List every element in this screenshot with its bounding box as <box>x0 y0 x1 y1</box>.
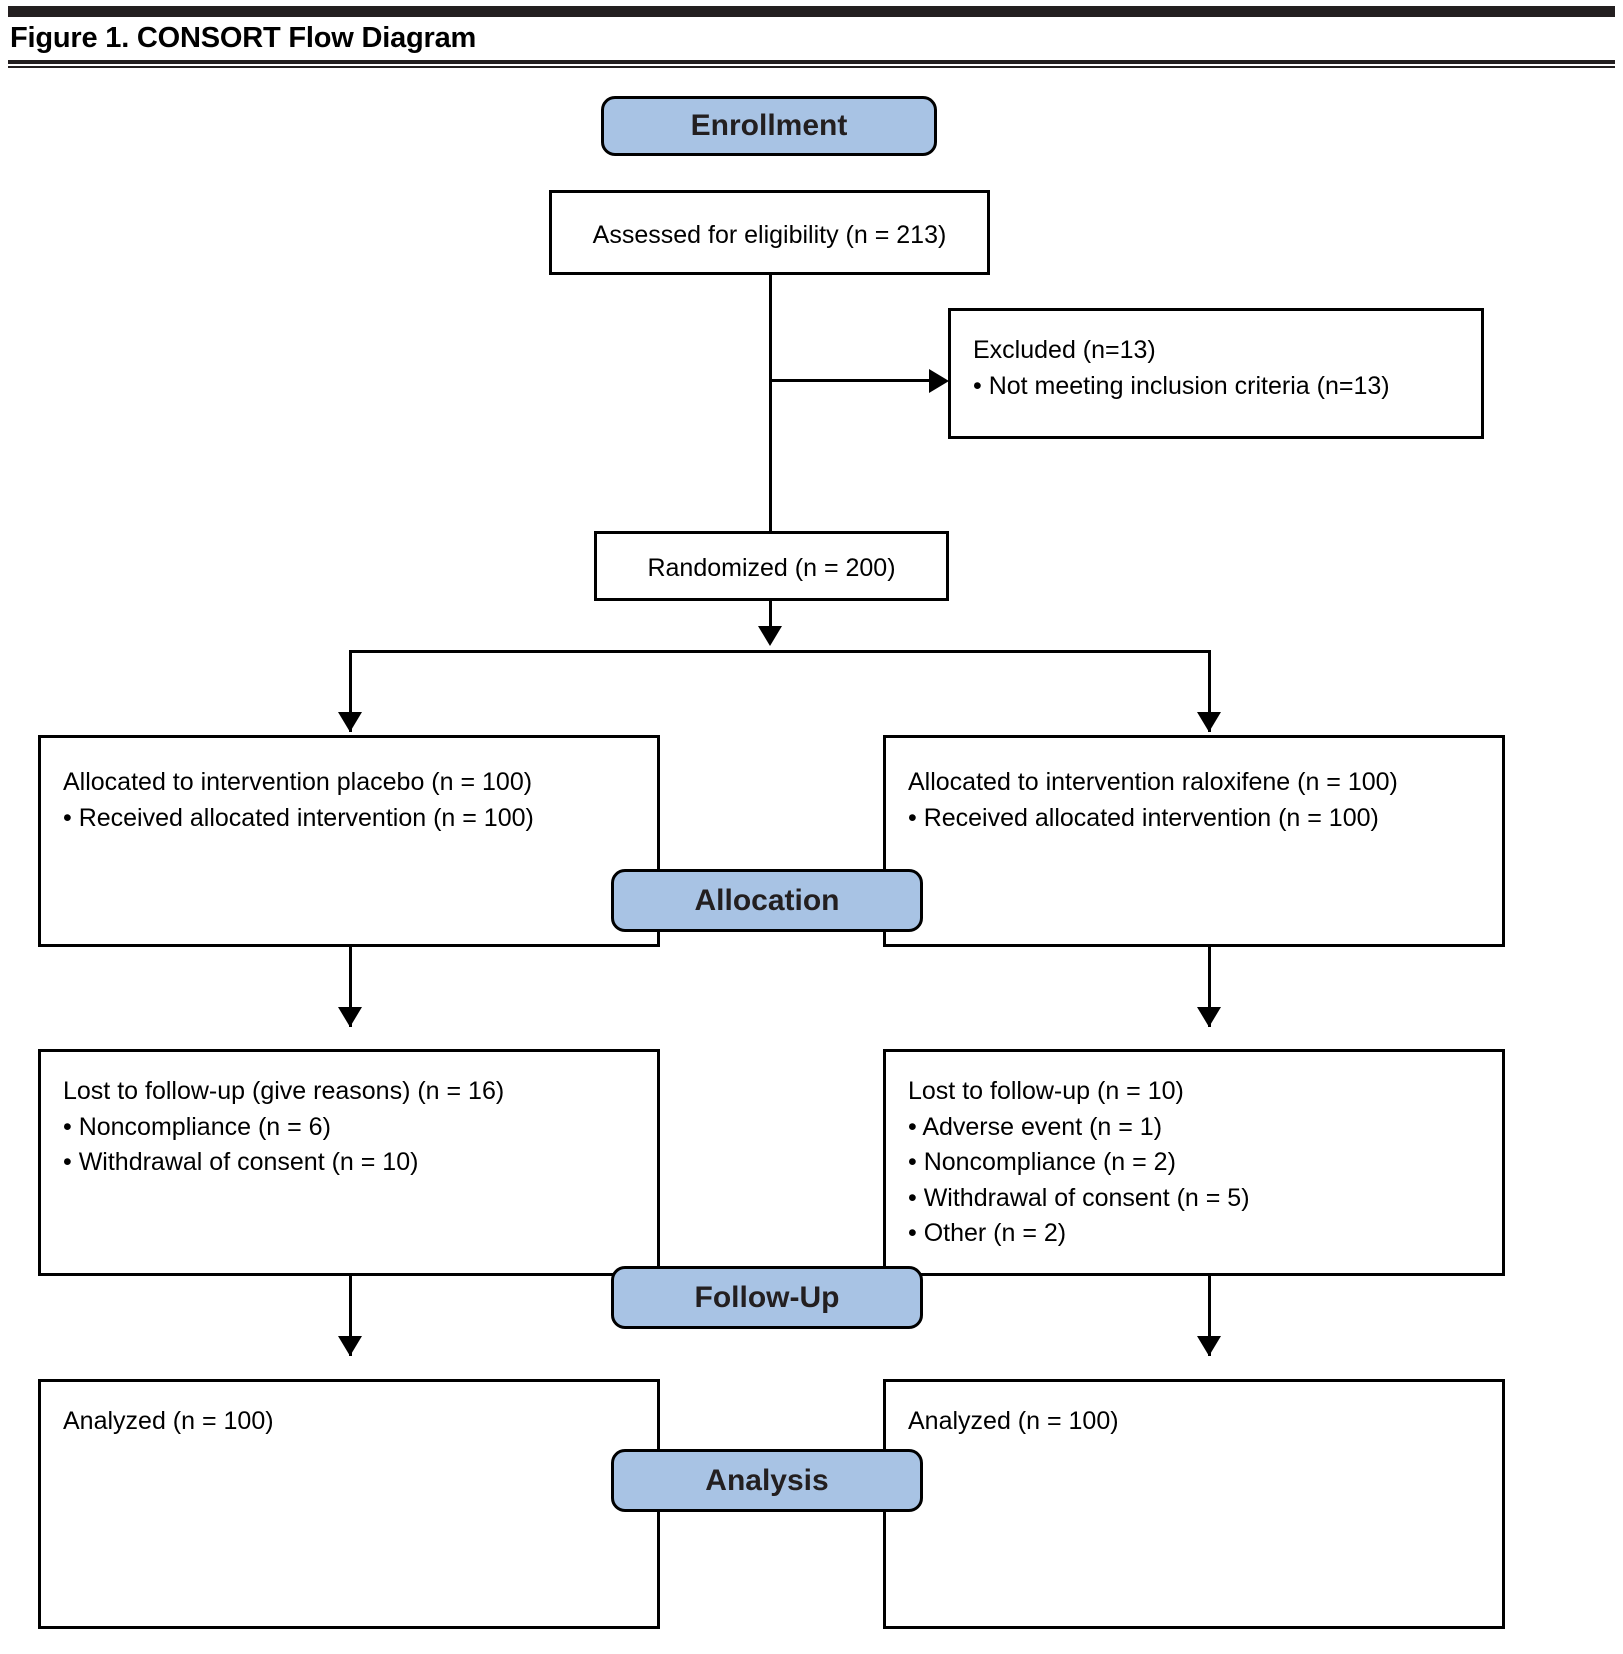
arrowhead-allocation-left <box>338 712 362 732</box>
header-rule-thin <box>8 66 1615 68</box>
arrowhead-randomized-split <box>758 626 782 646</box>
header-rule-top <box>8 6 1615 17</box>
connector-followup-right-to-analysis <box>1208 1276 1211 1356</box>
node-assessed-line-0: Assessed for eligibility (n = 213) <box>592 221 947 249</box>
node-analyzed-placebo: Analyzed (n = 100) <box>38 1379 660 1629</box>
banner-enrollment: Enrollment <box>601 96 937 156</box>
header-rule-thick <box>8 60 1615 64</box>
connector-randomized-down <box>769 601 772 641</box>
node-randomized: Randomized (n = 200) <box>594 531 949 601</box>
connector-split-horizontal <box>349 650 1211 653</box>
connector-split-right-down <box>1208 650 1211 732</box>
arrowhead-analysis-right <box>1197 1336 1221 1356</box>
banner-followup-label: Follow-Up <box>694 1280 840 1314</box>
node-lost-followup-placebo-line-0: Lost to follow-up (give reasons) (n = 16… <box>63 1077 505 1105</box>
node-randomized-line-0: Randomized (n = 200) <box>647 554 896 582</box>
node-lost-followup-raloxifene-line-4: • Other (n = 2) <box>908 1219 1067 1247</box>
arrowhead-analysis-left <box>338 1336 362 1356</box>
node-lost-followup-placebo: Lost to follow-up (give reasons) (n = 16… <box>38 1049 660 1276</box>
node-assessed-for-eligibility: Assessed for eligibility (n = 213) <box>549 190 990 275</box>
node-allocated-placebo-line-0: Allocated to intervention placebo (n = 1… <box>63 768 533 796</box>
connector-assessed-to-excluded <box>769 379 929 382</box>
node-analyzed-raloxifene: Analyzed (n = 100) <box>883 1379 1505 1629</box>
node-allocated-placebo-line-1: • Received allocated intervention (n = 1… <box>63 803 534 832</box>
node-excluded-line-0: Excluded (n=13) <box>973 336 1156 364</box>
arrowhead-followup-right <box>1197 1007 1221 1027</box>
node-lost-followup-raloxifene-line-3: • Withdrawal of consent (n = 5) <box>908 1183 1250 1212</box>
banner-followup: Follow-Up <box>611 1266 923 1329</box>
node-lost-followup-raloxifene-line-2: • Noncompliance (n = 2) <box>908 1148 1176 1176</box>
node-lost-followup-placebo-line-1: • Noncompliance (n = 6) <box>63 1112 331 1141</box>
connector-allocation-right-to-followup <box>1208 947 1211 1027</box>
connector-allocation-left-to-followup <box>349 947 352 1027</box>
node-analyzed-placebo-line-0: Analyzed (n = 100) <box>63 1407 274 1435</box>
node-allocated-raloxifene-line-1: • Received allocated intervention (n = 1… <box>908 803 1379 832</box>
connector-assessed-to-randomized <box>769 275 772 531</box>
banner-enrollment-label: Enrollment <box>690 109 848 142</box>
node-lost-followup-raloxifene-line-1: • Adverse event (n = 1) <box>908 1112 1163 1141</box>
node-lost-followup-raloxifene: Lost to follow-up (n = 10) • Adverse eve… <box>883 1049 1505 1276</box>
arrowhead-followup-left <box>338 1007 362 1027</box>
connector-followup-left-to-analysis <box>349 1276 352 1356</box>
node-allocated-raloxifene: Allocated to intervention raloxifene (n … <box>883 735 1505 947</box>
banner-allocation-label: Allocation <box>694 883 840 917</box>
arrowhead-to-excluded <box>929 369 949 393</box>
banner-analysis: Analysis <box>611 1449 923 1512</box>
banner-allocation: Allocation <box>611 869 923 932</box>
page-title: Figure 1. CONSORT Flow Diagram <box>10 22 477 54</box>
node-allocated-placebo: Allocated to intervention placebo (n = 1… <box>38 735 660 947</box>
node-excluded-line-1: • Not meeting inclusion criteria (n=13) <box>973 371 1390 400</box>
node-allocated-raloxifene-line-0: Allocated to intervention raloxifene (n … <box>908 768 1398 796</box>
node-analyzed-raloxifene-line-0: Analyzed (n = 100) <box>908 1407 1119 1435</box>
arrowhead-allocation-right <box>1197 712 1221 732</box>
node-lost-followup-placebo-line-2: • Withdrawal of consent (n = 10) <box>63 1148 419 1176</box>
node-excluded: Excluded (n=13) • Not meeting inclusion … <box>948 308 1484 439</box>
connector-split-left-down <box>349 650 352 732</box>
node-lost-followup-raloxifene-line-0: Lost to follow-up (n = 10) <box>908 1077 1184 1105</box>
banner-analysis-label: Analysis <box>705 1463 829 1497</box>
